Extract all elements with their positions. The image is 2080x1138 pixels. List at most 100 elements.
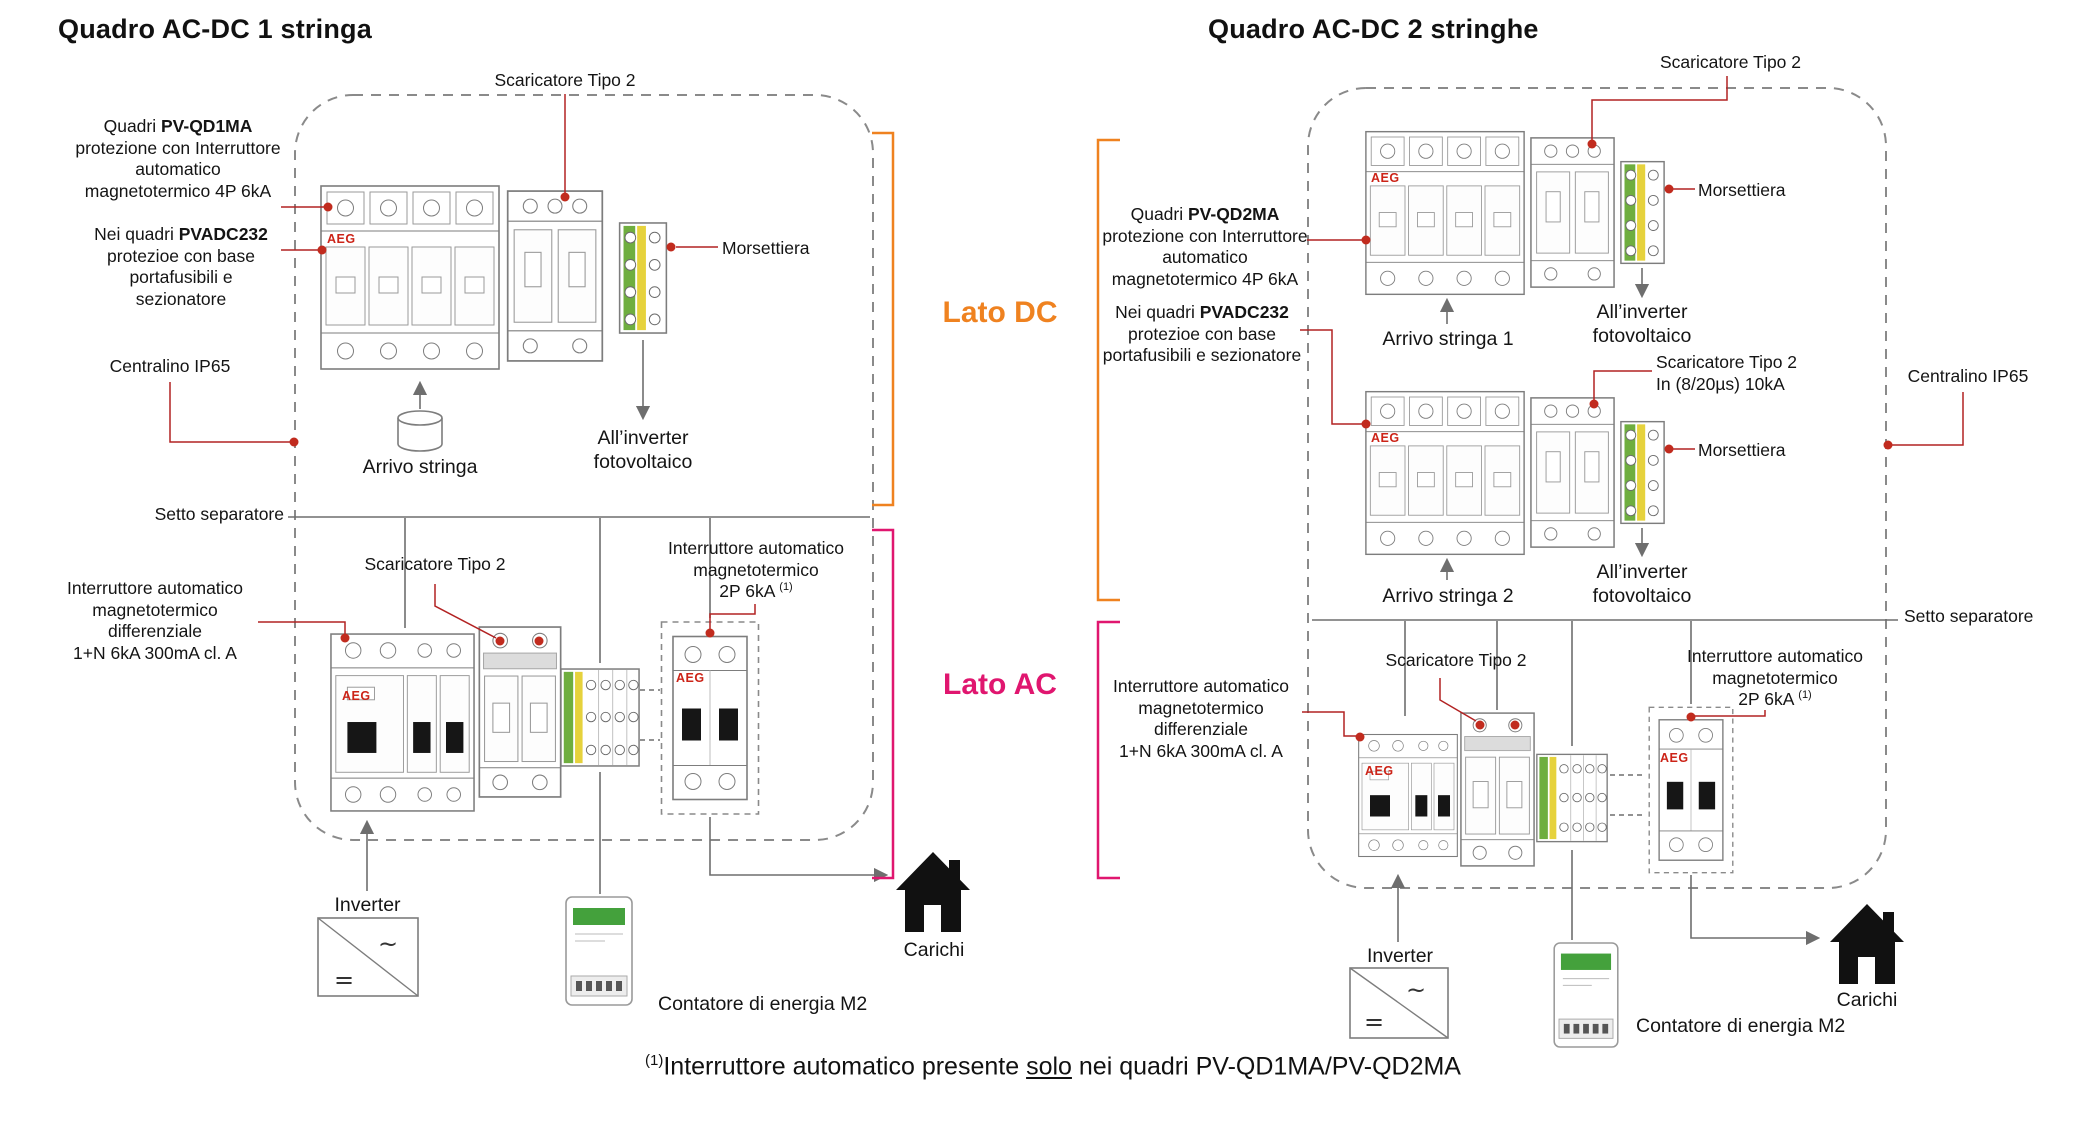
label-text: 2P 6kA	[1738, 689, 1799, 710]
label-text: protezione con Interruttore automatico m…	[75, 137, 281, 202]
label-left-differenziale: Interruttore automatico magnetotermico d…	[52, 578, 258, 665]
label-right-all-inverter-1: All’inverter fotovoltaico	[1592, 301, 1692, 348]
label-left-arrivo-stringa: Arrivo stringa	[362, 456, 478, 478]
label-text: In (8/20µs) 10kA	[1656, 373, 1785, 394]
inverter-ac-glyph: ~	[378, 930, 398, 958]
label-text: 2P 6kA	[719, 581, 780, 602]
left-leader-lines	[169, 94, 756, 639]
label-bold: PVADC232	[178, 224, 268, 244]
left-panel-title: Quadro AC-DC 1 stringa	[58, 14, 372, 44]
brand-text: AEG	[1371, 431, 1400, 445]
left-dc-terminal-block	[618, 222, 668, 334]
label-right-mcb-2p: Interruttore automatico magnetotermico 2…	[1666, 646, 1884, 711]
footnote-ref: (1)	[779, 581, 793, 594]
label-bold: PVADC232	[1199, 302, 1289, 322]
label-left-all-inverter: All’inverter fotovoltaico	[593, 427, 693, 474]
label-right-scaricatore-10ka: Scaricatore Tipo 2 In (8/20µs) 10kA	[1656, 352, 1841, 395]
right-panel-title: Quadro AC-DC 2 stringhe	[1208, 14, 1539, 44]
left-dc-breaker-4p	[320, 185, 500, 370]
label-text: protezioe con base portafusibili e sezio…	[1102, 323, 1302, 366]
label-right-all-inverter-2: All’inverter fotovoltaico	[1592, 561, 1692, 608]
label-left-morsettiera: Morsettiera	[722, 238, 810, 258]
brand-text: AEG	[1660, 751, 1689, 765]
left-ac-terminal-block	[560, 668, 640, 767]
label-right-nei-quadri: Nei quadri PVADC232 protezioe con base p…	[1102, 302, 1302, 367]
inverter-dc-glyph: =	[334, 966, 354, 994]
footnote: (1)Interruttore automatico presente solo…	[553, 1052, 1553, 1081]
label-bold: PV-QD1MA	[160, 116, 253, 136]
right-dc-terminal-block-string1	[1620, 160, 1665, 265]
right-ac-terminal-block	[1536, 753, 1608, 843]
label-text: 1+N 6kA 300mA cl. A	[1119, 741, 1283, 762]
label-text: protezioe con base portafusibili e sezio…	[107, 245, 255, 310]
label-right-differenziale: Interruttore automatico magnetotermico d…	[1100, 676, 1302, 763]
label-text: Interruttore automatico magnetotermico d…	[1112, 676, 1290, 740]
label-text: protezione con Interruttore automatico m…	[1102, 225, 1308, 290]
right-ac-breaker-2p-optional	[1648, 706, 1734, 874]
label-right-arrivo-stringa-1: Arrivo stringa 1	[1382, 328, 1514, 350]
footnote-ref: (1)	[645, 1052, 664, 1069]
lato-ac-brackets	[872, 528, 1120, 880]
left-loads-house-icon	[896, 852, 970, 932]
label-lato-dc: Lato DC	[942, 296, 1058, 329]
label-text: 1+N 6kA 300mA cl. A	[73, 643, 237, 664]
brand-text: AEG	[1365, 764, 1394, 778]
right-energy-meter-icon	[1553, 942, 1619, 1048]
left-ac-surge-protector	[478, 626, 562, 798]
inverter-dc-glyph: =	[1364, 1008, 1384, 1036]
label-right-inverter: Inverter	[1366, 945, 1434, 967]
label-right-carichi: Carichi	[1836, 989, 1898, 1011]
label-right-quadri: Quadri PV-QD2MA protezione con Interrutt…	[1102, 204, 1308, 291]
right-dc-surge-protector-string2	[1530, 397, 1615, 548]
label-right-morsettiera-2: Morsettiera	[1698, 440, 1786, 460]
label-lato-ac: Lato AC	[943, 668, 1057, 701]
label-right-scaricatore-dc: Scaricatore Tipo 2	[1659, 52, 1802, 72]
label-left-inverter: Inverter	[334, 894, 401, 916]
label-left-quadri: Quadri PV-QD1MA protezione con Interrutt…	[75, 116, 281, 203]
label-text: Interruttore automatico magnetotermico	[667, 538, 845, 580]
right-dc-surge-protector-string1	[1530, 137, 1615, 288]
left-ac-breaker-2p-optional	[660, 621, 760, 815]
left-inverter-symbol: ~ =	[317, 917, 419, 997]
label-right-contatore: Contatore di energia M2	[1636, 1015, 1846, 1037]
left-enclosure	[294, 94, 874, 841]
label-left-mcb-2p: Interruttore automatico magnetotermico 2…	[645, 538, 867, 603]
right-dc-terminal-block-string2	[1620, 420, 1665, 525]
label-right-centralino: Centralino IP65	[1907, 366, 2029, 386]
left-wires	[288, 340, 889, 894]
left-ac-rcbo	[330, 633, 475, 812]
footnote-underlined-text: solo	[1026, 1052, 1072, 1081]
label-text: Nei quadri	[94, 224, 179, 244]
right-ac-surge-protector	[1460, 712, 1535, 867]
label-left-carichi: Carichi	[903, 939, 965, 961]
lato-dc-brackets	[872, 131, 1120, 602]
footnote-ref: (1)	[1798, 689, 1812, 702]
brand-text: AEG	[676, 671, 705, 685]
label-right-morsettiera-1: Morsettiera	[1698, 180, 1786, 200]
brand-text: AEG	[327, 232, 356, 246]
left-energy-meter-icon	[565, 896, 633, 1006]
label-left-scaricatore-ac: Scaricatore Tipo 2	[364, 554, 506, 574]
right-dc-breaker-4p-string1	[1365, 130, 1525, 296]
footnote-text: nei quadri PV-QD1MA/PV-QD2MA	[1071, 1052, 1461, 1081]
right-leader-lines	[1300, 76, 1964, 737]
label-text: Interruttore automatico magnetotermico d…	[66, 578, 244, 642]
label-left-scaricatore-dc: Scaricatore Tipo 2	[494, 70, 636, 90]
inverter-ac-glyph: ~	[1406, 976, 1426, 1004]
left-string-duct-icon	[397, 410, 443, 452]
label-left-setto-separatore: Setto separatore	[154, 504, 284, 524]
label-text: Quadri	[1130, 204, 1188, 224]
label-right-arrivo-stringa-2: Arrivo stringa 2	[1382, 585, 1514, 607]
brand-text: AEG	[1371, 171, 1400, 185]
label-text: Nei quadri	[1115, 302, 1200, 322]
label-text: Interruttore automatico magnetotermico	[1686, 646, 1864, 688]
right-ac-rcbo	[1358, 733, 1458, 858]
label-right-setto-separatore: Setto separatore	[1904, 606, 2034, 626]
label-left-contatore: Contatore di energia M2	[658, 993, 868, 1015]
right-dc-breaker-4p-string2	[1365, 390, 1525, 556]
right-enclosure	[1307, 87, 1887, 889]
footnote-text: Interruttore automatico presente	[663, 1052, 1027, 1081]
label-right-scaricatore-ac: Scaricatore Tipo 2	[1385, 650, 1527, 670]
